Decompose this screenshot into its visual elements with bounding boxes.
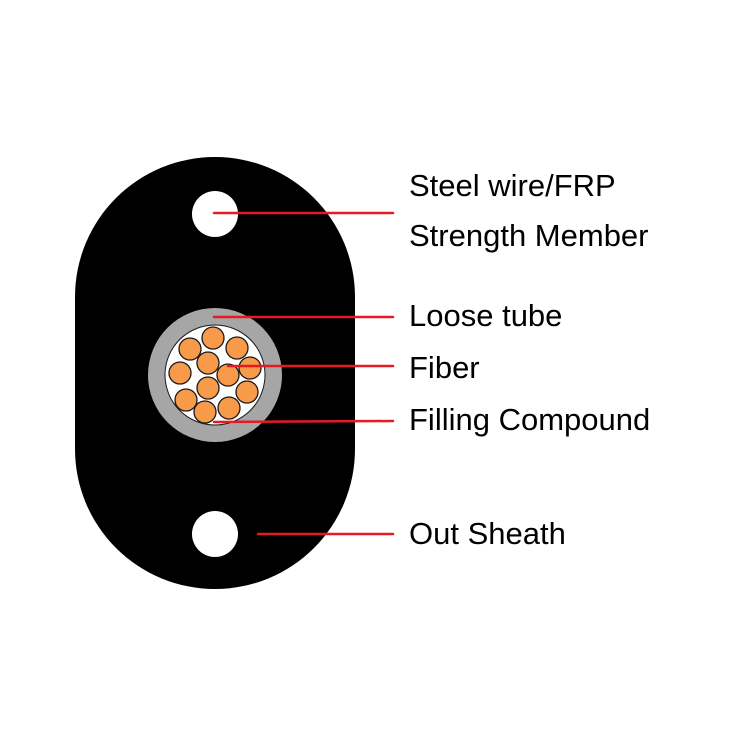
label-fiber: Fiber bbox=[409, 350, 480, 385]
fiber-strand bbox=[174, 388, 198, 412]
fiber-strand bbox=[168, 361, 192, 385]
label-strength-member-line1: Steel wire/FRP bbox=[409, 168, 616, 203]
label-loose-tube: Loose tube bbox=[409, 298, 563, 333]
label-out-sheath: Out Sheath bbox=[409, 516, 566, 551]
leader-line-filling-compound bbox=[212, 419, 395, 424]
fiber-bundle bbox=[168, 326, 262, 424]
fiber-strand bbox=[238, 356, 262, 380]
fiber-strand bbox=[217, 396, 241, 420]
label-filling-compound: Filling Compound bbox=[409, 402, 651, 437]
fiber-strand bbox=[225, 336, 249, 360]
fiber-strand bbox=[216, 363, 240, 387]
label-strength-member-line2: Strength Member bbox=[409, 218, 649, 253]
strength-member-bottom bbox=[192, 511, 238, 557]
fiber-strand bbox=[235, 380, 259, 404]
fiber-strand bbox=[201, 326, 225, 350]
fiber-strand bbox=[196, 351, 220, 375]
fiber-strand bbox=[178, 337, 202, 361]
fiber-strand bbox=[193, 400, 217, 424]
fiber-strand bbox=[196, 376, 220, 400]
